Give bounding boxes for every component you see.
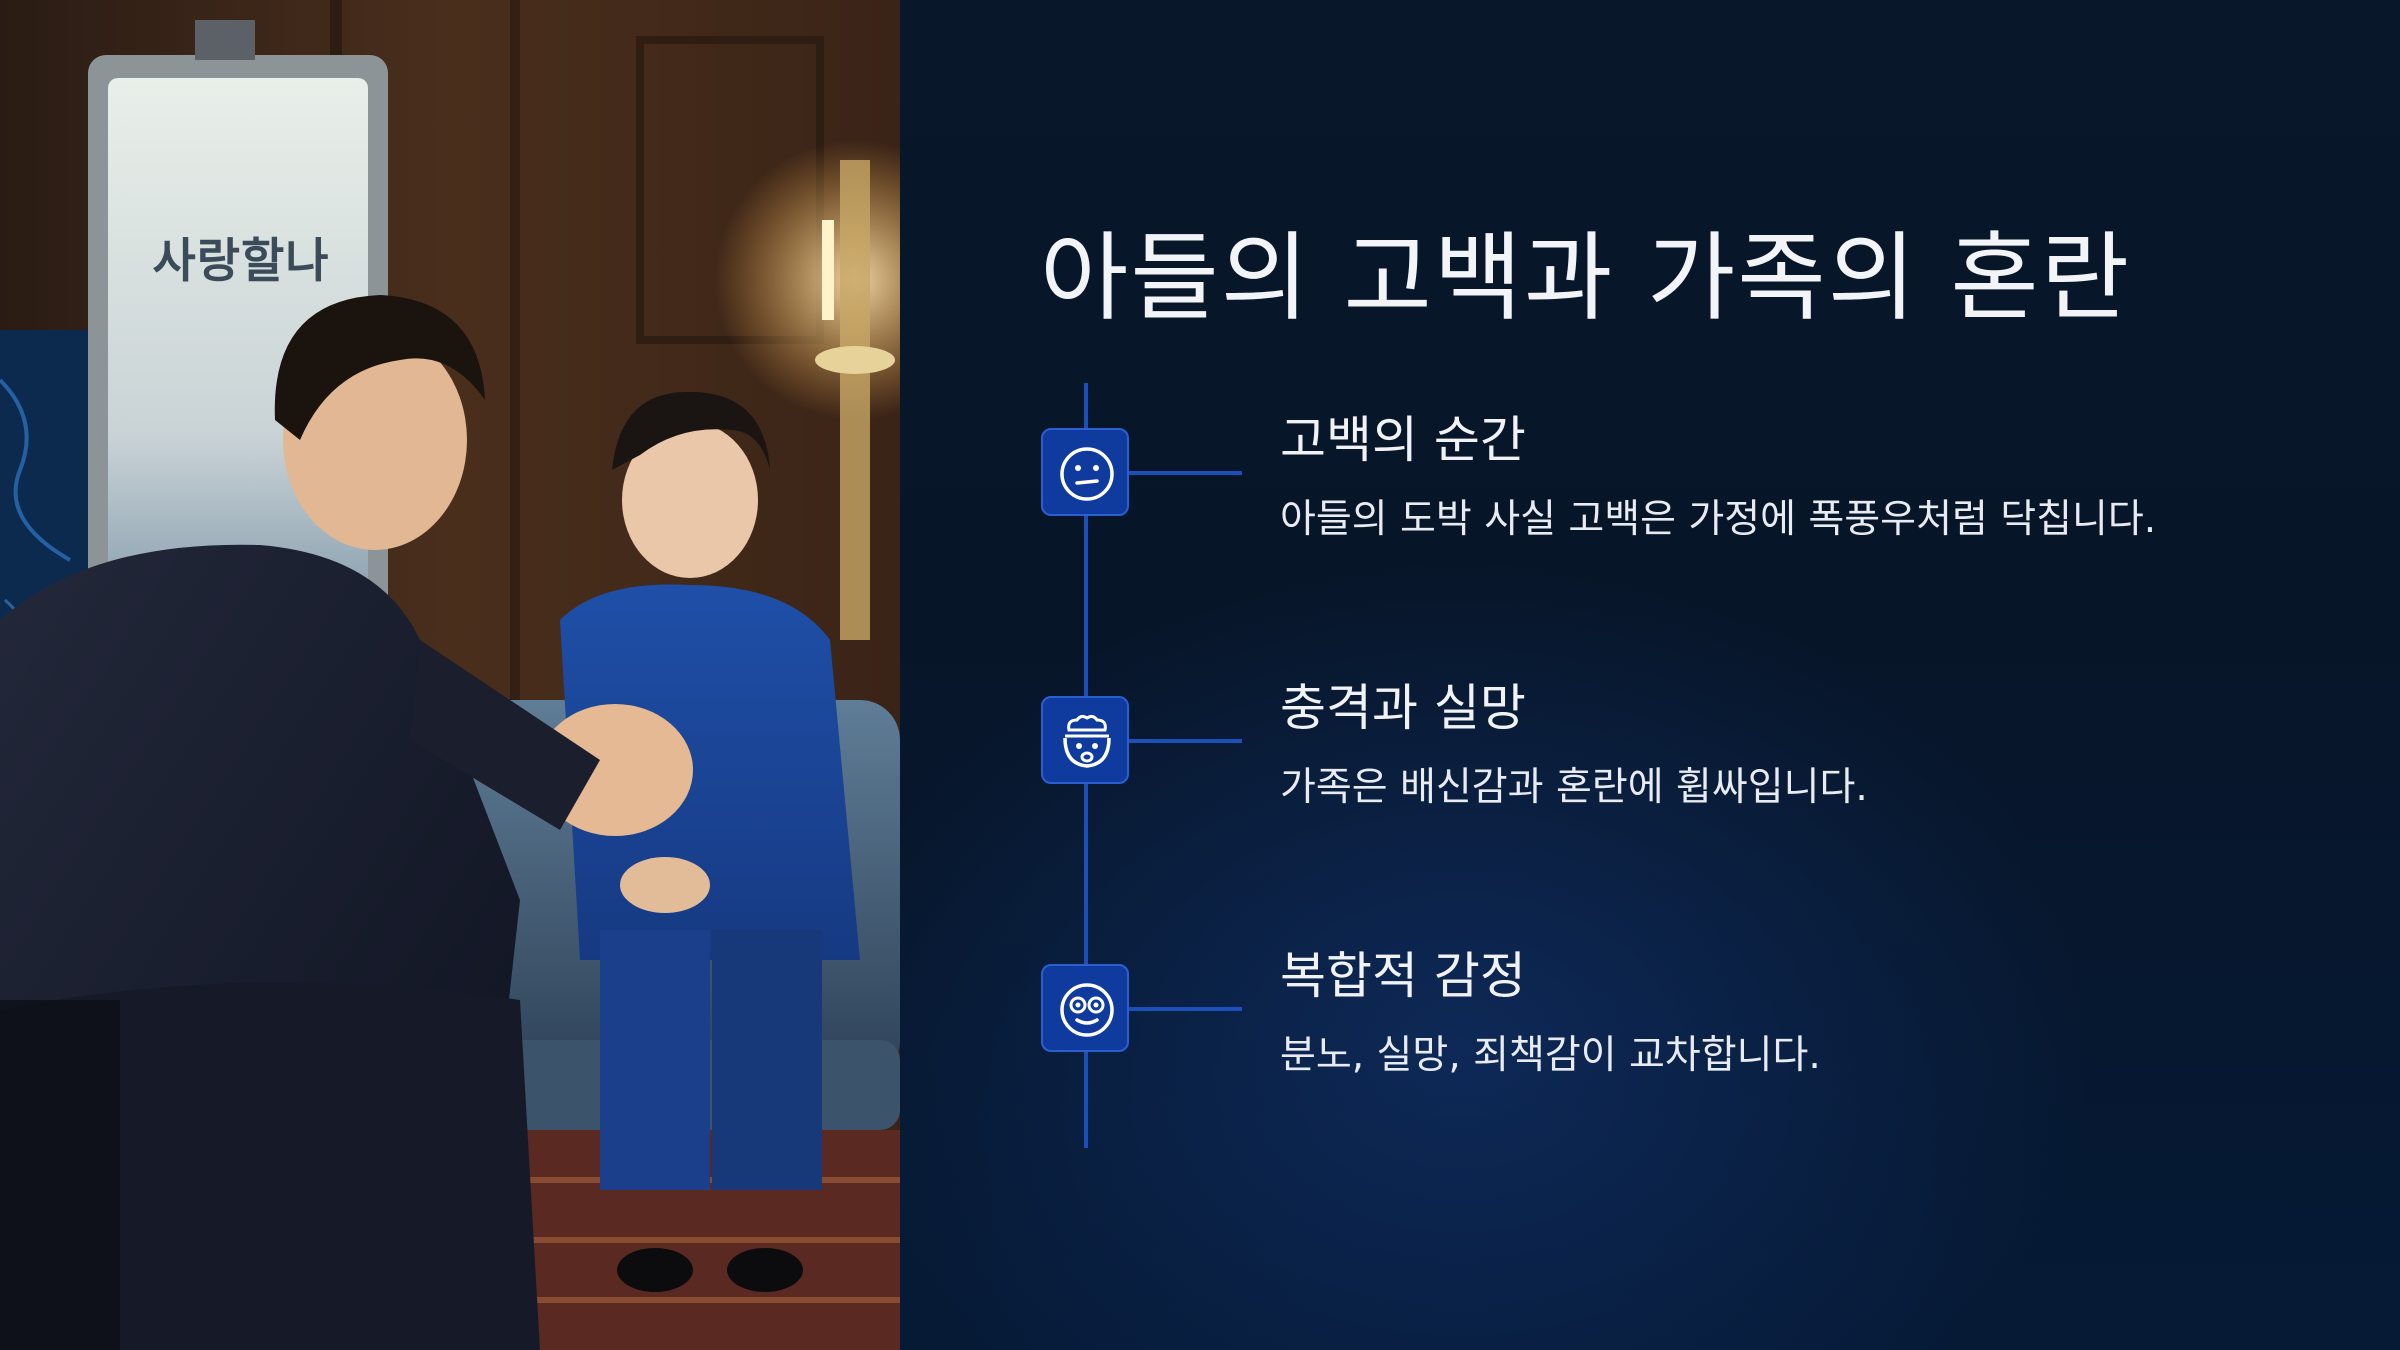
timeline-connector — [1129, 1007, 1242, 1011]
slide-panel: 아들의 고백과 가족의 혼란 고백의 순간 아들의 도박 사실 고백은 가정에 … — [900, 0, 2400, 1350]
item-title: 복합적 감정 — [1280, 947, 1526, 1005]
item-title: 충격과 실망 — [1280, 679, 1526, 737]
scene-illustration — [0, 0, 900, 1350]
timeline-connector — [1129, 739, 1242, 743]
timeline-item-shock: 충격과 실망 가족은 배신감과 혼란에 휩싸입니다. — [900, 679, 2400, 896]
neutral-face-icon — [1041, 428, 1129, 516]
exploding-head-icon — [1041, 696, 1129, 784]
slide-title: 아들의 고백과 가족의 혼란 — [1040, 222, 2132, 334]
timeline-item-confession: 고백의 순간 아들의 도박 사실 고백은 가정에 폭풍우처럼 닥칩니다. — [900, 411, 2400, 628]
scene-photo: 사랑할나 — [0, 0, 900, 1350]
item-description: 분노, 실망, 죄책감이 교차합니다. — [1280, 1033, 1821, 1078]
item-title: 고백의 순간 — [1280, 411, 1526, 469]
item-description: 아들의 도박 사실 고백은 가정에 폭풍우처럼 닥칩니다. — [1280, 497, 2157, 542]
timeline-connector — [1129, 471, 1242, 475]
dizzy-face-icon — [1041, 964, 1129, 1052]
sign-text: 사랑할나 — [152, 234, 330, 289]
item-description: 가족은 배신감과 혼란에 휩싸입니다. — [1280, 765, 1868, 810]
timeline-item-mixed-emotions: 복합적 감정 분노, 실망, 죄책감이 교차합니다. — [900, 947, 2400, 1164]
